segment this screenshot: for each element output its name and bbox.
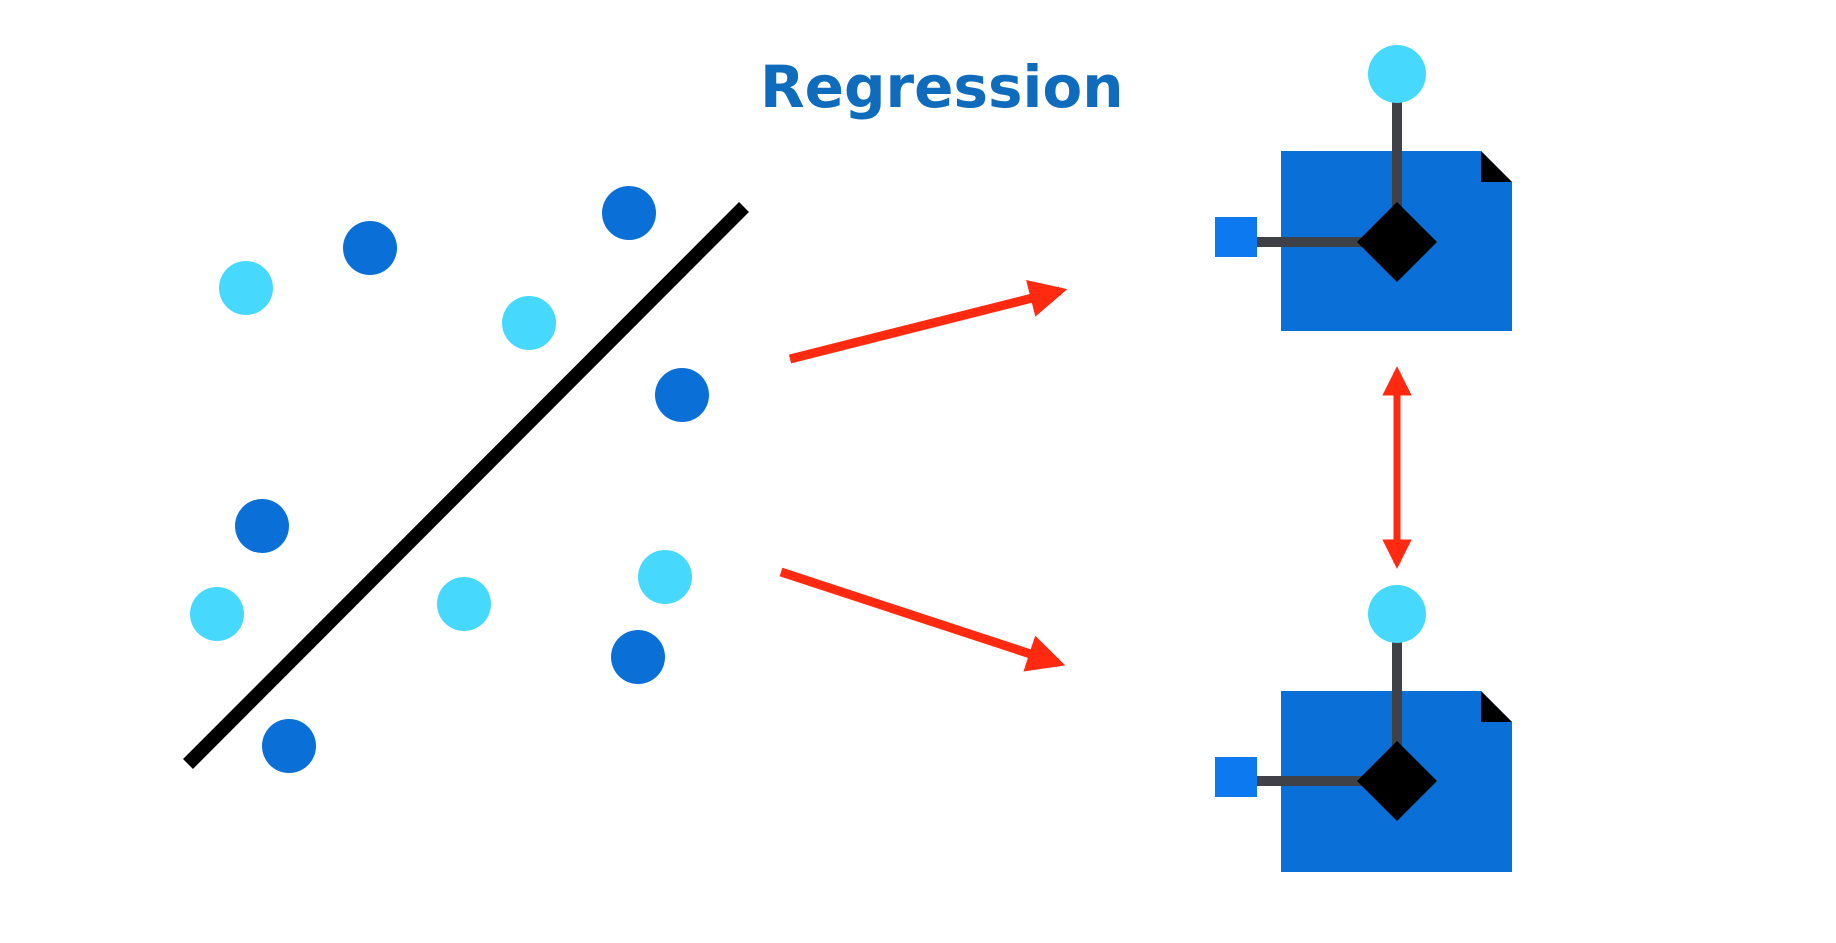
- node-diamond: [1357, 202, 1437, 282]
- dark-point: [262, 719, 316, 773]
- light-point: [190, 587, 244, 641]
- dark-point: [611, 630, 665, 684]
- dark-point: [602, 186, 656, 240]
- document-folded-corner: [1481, 151, 1512, 182]
- input-port-square: [1215, 757, 1257, 797]
- arrow-to-bottom-model: [779, 567, 1066, 672]
- model-document-icon-top: [1215, 45, 1512, 331]
- arrow-to-top-model: [788, 280, 1068, 364]
- light-point: [437, 577, 491, 631]
- regression-line: [183, 202, 749, 769]
- model-document-icon-bottom: [1215, 585, 1512, 872]
- light-point: [219, 261, 273, 315]
- output-port-circle: [1368, 585, 1426, 643]
- document-folded-corner: [1481, 691, 1512, 722]
- light-point: [502, 296, 556, 350]
- diagram-title: Regression: [760, 53, 1124, 121]
- light-point: [638, 550, 692, 604]
- node-diamond: [1357, 741, 1437, 821]
- output-port-circle: [1368, 45, 1426, 103]
- scatter-plot: [183, 186, 749, 773]
- dark-point: [343, 221, 397, 275]
- dark-point: [235, 499, 289, 553]
- input-port-square: [1215, 217, 1257, 257]
- arrows: [779, 280, 1412, 672]
- dark-point: [655, 368, 709, 422]
